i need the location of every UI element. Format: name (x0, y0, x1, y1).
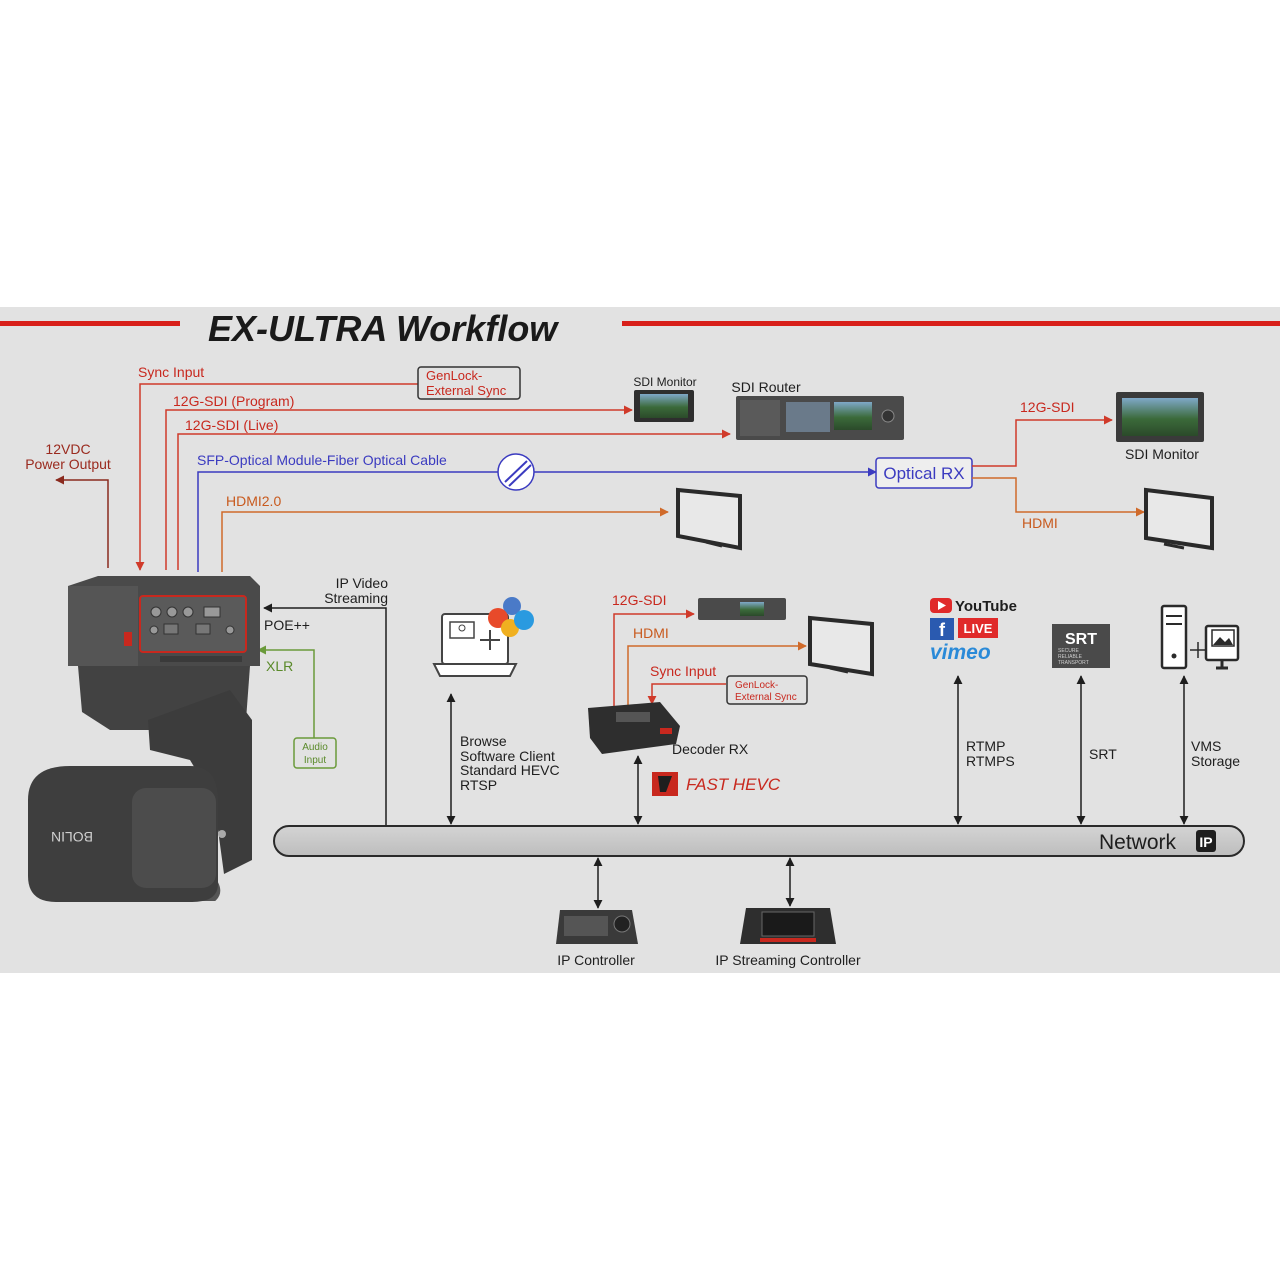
camera-brand: BOLIN (51, 829, 93, 845)
hdmi-monitor-center (676, 487, 742, 551)
sdi-router (736, 396, 904, 440)
software-line-3: Standard HEVC (460, 762, 560, 778)
vimeo-label: vimeo (930, 641, 991, 664)
sync-input-line (135, 383, 418, 571)
laptop-icon (432, 613, 518, 677)
optical-label: SFP-Optical Module-Fiber Optical Cable (197, 452, 447, 468)
live-label: LIVE (964, 621, 993, 636)
rx-sdi-line (972, 415, 1113, 467)
genlock-box (417, 366, 521, 400)
audio-input-label-1: Audio (302, 742, 328, 753)
srt-tagline-3: TRANSPORT (1058, 660, 1089, 666)
genlock-label-1: GenLock- (426, 368, 482, 383)
hdmi-line (221, 507, 669, 572)
poe-label: POE++ (264, 617, 310, 633)
optical-line (197, 467, 877, 572)
sdi-program-line (165, 405, 633, 570)
software-line-2: Software Client (460, 748, 555, 764)
ip-streaming-controller-label: IP Streaming Controller (715, 952, 861, 968)
xlr-label: XLR (266, 658, 293, 674)
decoder-sync-label: Sync Input (650, 663, 716, 679)
youtube-label: YouTube (955, 598, 1017, 615)
vms-label-1: VMS (1191, 738, 1221, 754)
network-ip-badge (1196, 830, 1216, 852)
vms-label-2: Storage (1191, 753, 1240, 769)
decoder-rx-label: Decoder RX (672, 741, 749, 757)
network-bar (273, 825, 1245, 857)
software-line-1: Browse (460, 733, 507, 749)
svg-text:f: f (939, 620, 946, 640)
sdi-router-label: SDI Router (731, 379, 801, 395)
decoder-genlock-box (726, 675, 808, 705)
srt-logo-text: SRT (1065, 631, 1097, 648)
software-line-4: RTSP (460, 777, 497, 793)
srt-label: SRT (1089, 746, 1117, 762)
title-rule-right (622, 321, 1280, 326)
hdmi-monitor-right (1144, 487, 1214, 551)
decoder-hdmi-label: HDMI (633, 625, 669, 641)
sync-input-label: Sync Input (138, 364, 204, 380)
ip-streaming-label-1: IP Video (336, 575, 389, 591)
rtmps-label: RTMPS (966, 753, 1015, 769)
rtmp-label: RTMP (966, 738, 1005, 754)
decoder-genlock-label-2: External Sync (735, 692, 797, 703)
fast-hevc-label: FAST HEVC (686, 775, 781, 794)
fiber-cable-icon (497, 453, 535, 491)
youtube-logo-icon (930, 598, 952, 613)
sdi-live-label: 12G-SDI (Live) (185, 417, 278, 433)
sdi-monitor-small-label: SDI Monitor (633, 375, 696, 389)
sdi-program-label: 12G-SDI (Program) (173, 393, 294, 409)
decoder-hdmi-monitor (808, 615, 874, 677)
decoder-sync-line (647, 683, 726, 705)
power-output-line (55, 475, 109, 568)
decoder-sdi-device (698, 598, 786, 620)
decoder-rx-device (588, 702, 680, 754)
rx-hdmi-label: HDMI (1022, 515, 1058, 531)
network-label: Network (1099, 831, 1177, 854)
vms-storage-icon (1160, 604, 1240, 670)
decoder-hdmi-line (627, 641, 807, 708)
hdmi-label: HDMI2.0 (226, 493, 281, 509)
ip-streaming-controller-device (740, 908, 836, 944)
sdi-live-line (177, 429, 731, 570)
optical-rx-box (875, 457, 973, 489)
audio-input-label-2: Input (304, 755, 326, 766)
decoder-sdi-line (613, 609, 695, 708)
xlr-line (257, 645, 315, 738)
power-output-label-1: 12VDC (45, 441, 90, 457)
camera-connector-panel (139, 595, 247, 653)
decoder-genlock-label-1: GenLock- (735, 680, 778, 691)
optical-rx-label: Optical RX (883, 464, 964, 483)
facebook-live-icon: f (930, 618, 998, 640)
ip-controller-device (556, 910, 638, 944)
sdi-monitor-small (634, 390, 694, 422)
audio-input-box (293, 737, 337, 769)
sdi-monitor (1116, 392, 1204, 442)
srt-tagline-2: RELIABLE (1058, 654, 1083, 660)
srt-logo-icon (1052, 624, 1110, 668)
ip-streaming-line (263, 603, 387, 842)
decoder-sdi-label: 12G-SDI (612, 592, 666, 608)
power-output-label-2: Power Output (25, 456, 111, 472)
ip-streaming-label-2: Streaming (324, 590, 388, 606)
fast-hevc-logo-icon (652, 772, 678, 796)
rx-sdi-label: 12G-SDI (1020, 399, 1074, 415)
srt-tagline-1: SECURE (1058, 648, 1080, 654)
sdi-monitor-label: SDI Monitor (1125, 446, 1199, 462)
ip-controller-label: IP Controller (557, 952, 635, 968)
title-rule-left (0, 321, 180, 326)
network-ip-badge-text: IP (1199, 834, 1212, 850)
ptz-camera: BOLIN (28, 576, 260, 902)
genlock-label-2: External Sync (426, 383, 507, 398)
diagram-title: EX-ULTRA Workflow (208, 308, 559, 349)
browser-icons (488, 597, 534, 637)
rx-hdmi-line (972, 477, 1145, 517)
